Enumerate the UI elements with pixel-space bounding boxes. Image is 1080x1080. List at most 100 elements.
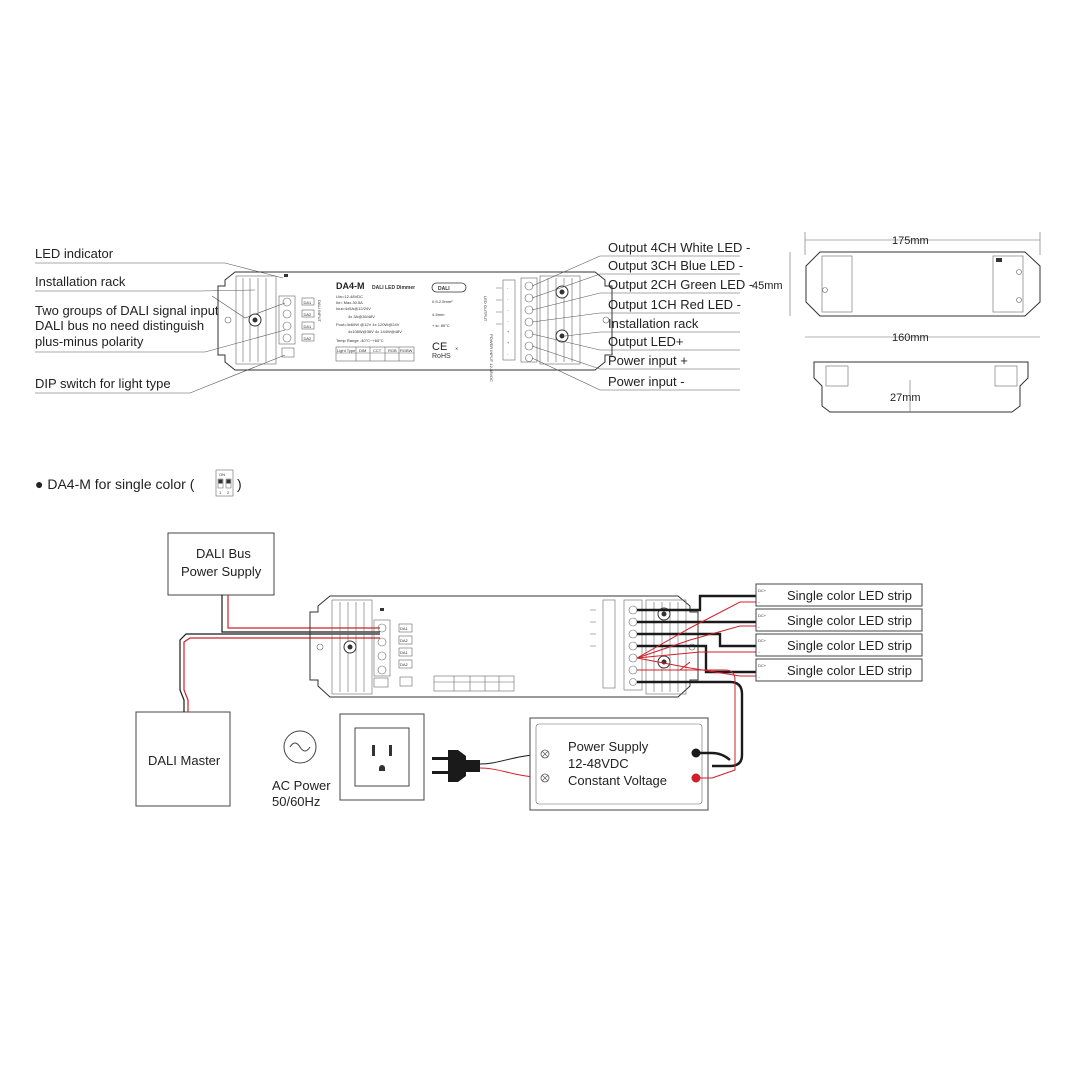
spec-line: Uin=12-48VDC	[336, 294, 363, 299]
spec-line: 4x108W@36V 4x 144W@48V	[348, 329, 402, 334]
rohs-mark: RoHS	[432, 353, 451, 360]
device-subtitle: DALI LED Dimmer	[372, 285, 415, 291]
dali-port-label: DA2	[304, 312, 313, 317]
callout-out4: Output 4CH White LED -	[608, 240, 750, 255]
spec-line: Temp Range -40°C~+60°C	[336, 338, 384, 343]
callout-power-minus: Power input -	[608, 374, 685, 389]
leader-out3	[531, 273, 740, 299]
dip-icon-pos2: 2	[227, 490, 230, 495]
leader-rack-right	[564, 331, 740, 337]
svg-text:–: –	[758, 624, 761, 629]
dali-bus-label-1: DALI Bus	[196, 546, 251, 561]
dali-port-label: DA1	[304, 324, 313, 329]
psu-label-3: Constant Voltage	[568, 773, 667, 788]
led-strip-3	[755, 633, 923, 657]
svg-text:-: -	[507, 307, 509, 312]
svg-text:DA1: DA1	[400, 626, 409, 631]
led-strip-1	[755, 583, 923, 607]
dim-175: 175mm	[892, 235, 929, 247]
section-title: ● DA4-M for single color (	[35, 476, 195, 492]
dali-bus-label-2: Power Supply	[181, 564, 262, 579]
dali-logo	[431, 282, 467, 293]
section-title-group: ● DA4-M for single color ( ON 1 2 )	[35, 469, 242, 497]
svg-text:DA2: DA2	[400, 662, 409, 667]
right-callouts: Output 4CH White LED - Output 3CH Blue L…	[531, 240, 753, 391]
callout-rack: Installation rack	[608, 316, 699, 331]
dali-input-label: DALI INPUT	[317, 300, 322, 323]
svg-text:DA1: DA1	[400, 650, 409, 655]
svg-text:DC+: DC+	[758, 613, 767, 618]
dim-27: 27mm	[890, 392, 921, 404]
light-type-header: RGB	[388, 348, 397, 353]
dali-port-label: DA1	[304, 300, 313, 305]
temp-spec: + tc: 85°C	[432, 323, 450, 328]
ce-mark: CE	[432, 341, 447, 353]
callout-installation-rack: Installation rack	[35, 274, 126, 289]
output-terminal-block	[520, 277, 538, 363]
callout-dali-input-2: DALI bus no need distinguish	[35, 318, 204, 333]
svg-text:DC+: DC+	[758, 638, 767, 643]
svg-text:-: -	[507, 351, 509, 356]
dali-master-label: DALI Master	[148, 753, 221, 768]
power-supply	[529, 717, 709, 811]
device-housing	[217, 271, 613, 371]
dali-terminal-1	[282, 297, 292, 307]
light-type-header: CCT	[373, 348, 382, 353]
leader-dali-1	[211, 295, 286, 319]
power-input-label: POWER INPUT 12-48VDC	[489, 334, 494, 382]
power-plug-icon	[432, 750, 545, 782]
leader-led-plus	[531, 333, 740, 351]
svg-text:DC+: DC+	[758, 663, 767, 668]
output-led-symbols	[496, 287, 502, 325]
dim-45: 45mm	[752, 280, 783, 292]
right-mount-hole	[602, 316, 610, 324]
dimension-drawings: 175mm 45mm 160mm 27mm	[752, 232, 1041, 413]
led-indicator-mark	[284, 274, 288, 277]
callout-dali-input-3: plus-minus polarity	[35, 334, 144, 349]
callout-led-plus: Output LED+	[608, 334, 684, 349]
spec-line: Pout=4x60W @12V 4x 120W@24V	[336, 322, 400, 327]
callout-power-plus: Power input +	[608, 353, 688, 368]
svg-text:–: –	[758, 649, 761, 654]
led-strip-2	[755, 608, 923, 632]
light-type-table	[335, 346, 415, 362]
led-strip-label: Single color LED strip	[787, 663, 912, 678]
leader-led	[35, 262, 284, 279]
light-type-header: DIM	[359, 348, 366, 353]
light-type-header: RGBW	[400, 348, 413, 353]
leader-power-plus	[531, 345, 740, 370]
dali-terminal-2	[282, 309, 292, 319]
dali-logo-text: DALI	[438, 286, 450, 292]
callout-dip-switch: DIP switch for light type	[35, 376, 171, 391]
output-terminals	[524, 281, 534, 362]
dip-icon-on: ON	[219, 472, 225, 477]
led-strip-label: Single color LED strip	[787, 588, 912, 603]
light-type-header: Light Type	[337, 348, 356, 353]
left-mount-hole	[224, 316, 232, 324]
svg-text:+: +	[507, 329, 510, 334]
psu-label-2: 12-48VDC	[568, 756, 629, 771]
left-callouts: LED indicator Installation rack Two grou…	[35, 246, 286, 394]
leader-power-minus	[531, 357, 740, 391]
callout-dali-input-1: Two groups of DALI signal input	[35, 303, 219, 318]
device-model: DA4-M	[336, 281, 365, 291]
device-top: DA1 DA2 DA1 DA2 DALI INPUT DA4-M DALI LE…	[217, 271, 613, 382]
spec-line: Iout=4x5A@12/24V	[336, 306, 371, 311]
leader-dali-2	[35, 329, 286, 353]
led-strip-4	[755, 658, 923, 682]
leader-rack	[35, 289, 256, 292]
top-view-outline	[805, 251, 1041, 317]
right-rack	[539, 275, 581, 365]
dali-terminal-3	[282, 321, 292, 331]
dip-switch	[281, 347, 295, 358]
svg-text:–: –	[758, 599, 761, 604]
svg-text:–: –	[758, 674, 761, 679]
svg-text:+: +	[507, 340, 510, 345]
leader-dip	[35, 354, 286, 394]
leader-out1	[531, 312, 740, 323]
svg-text:DC+: DC+	[758, 588, 767, 593]
svg-text:-: -	[507, 285, 509, 290]
psu-terminal-positive	[691, 773, 701, 783]
dali-wires	[179, 595, 380, 712]
